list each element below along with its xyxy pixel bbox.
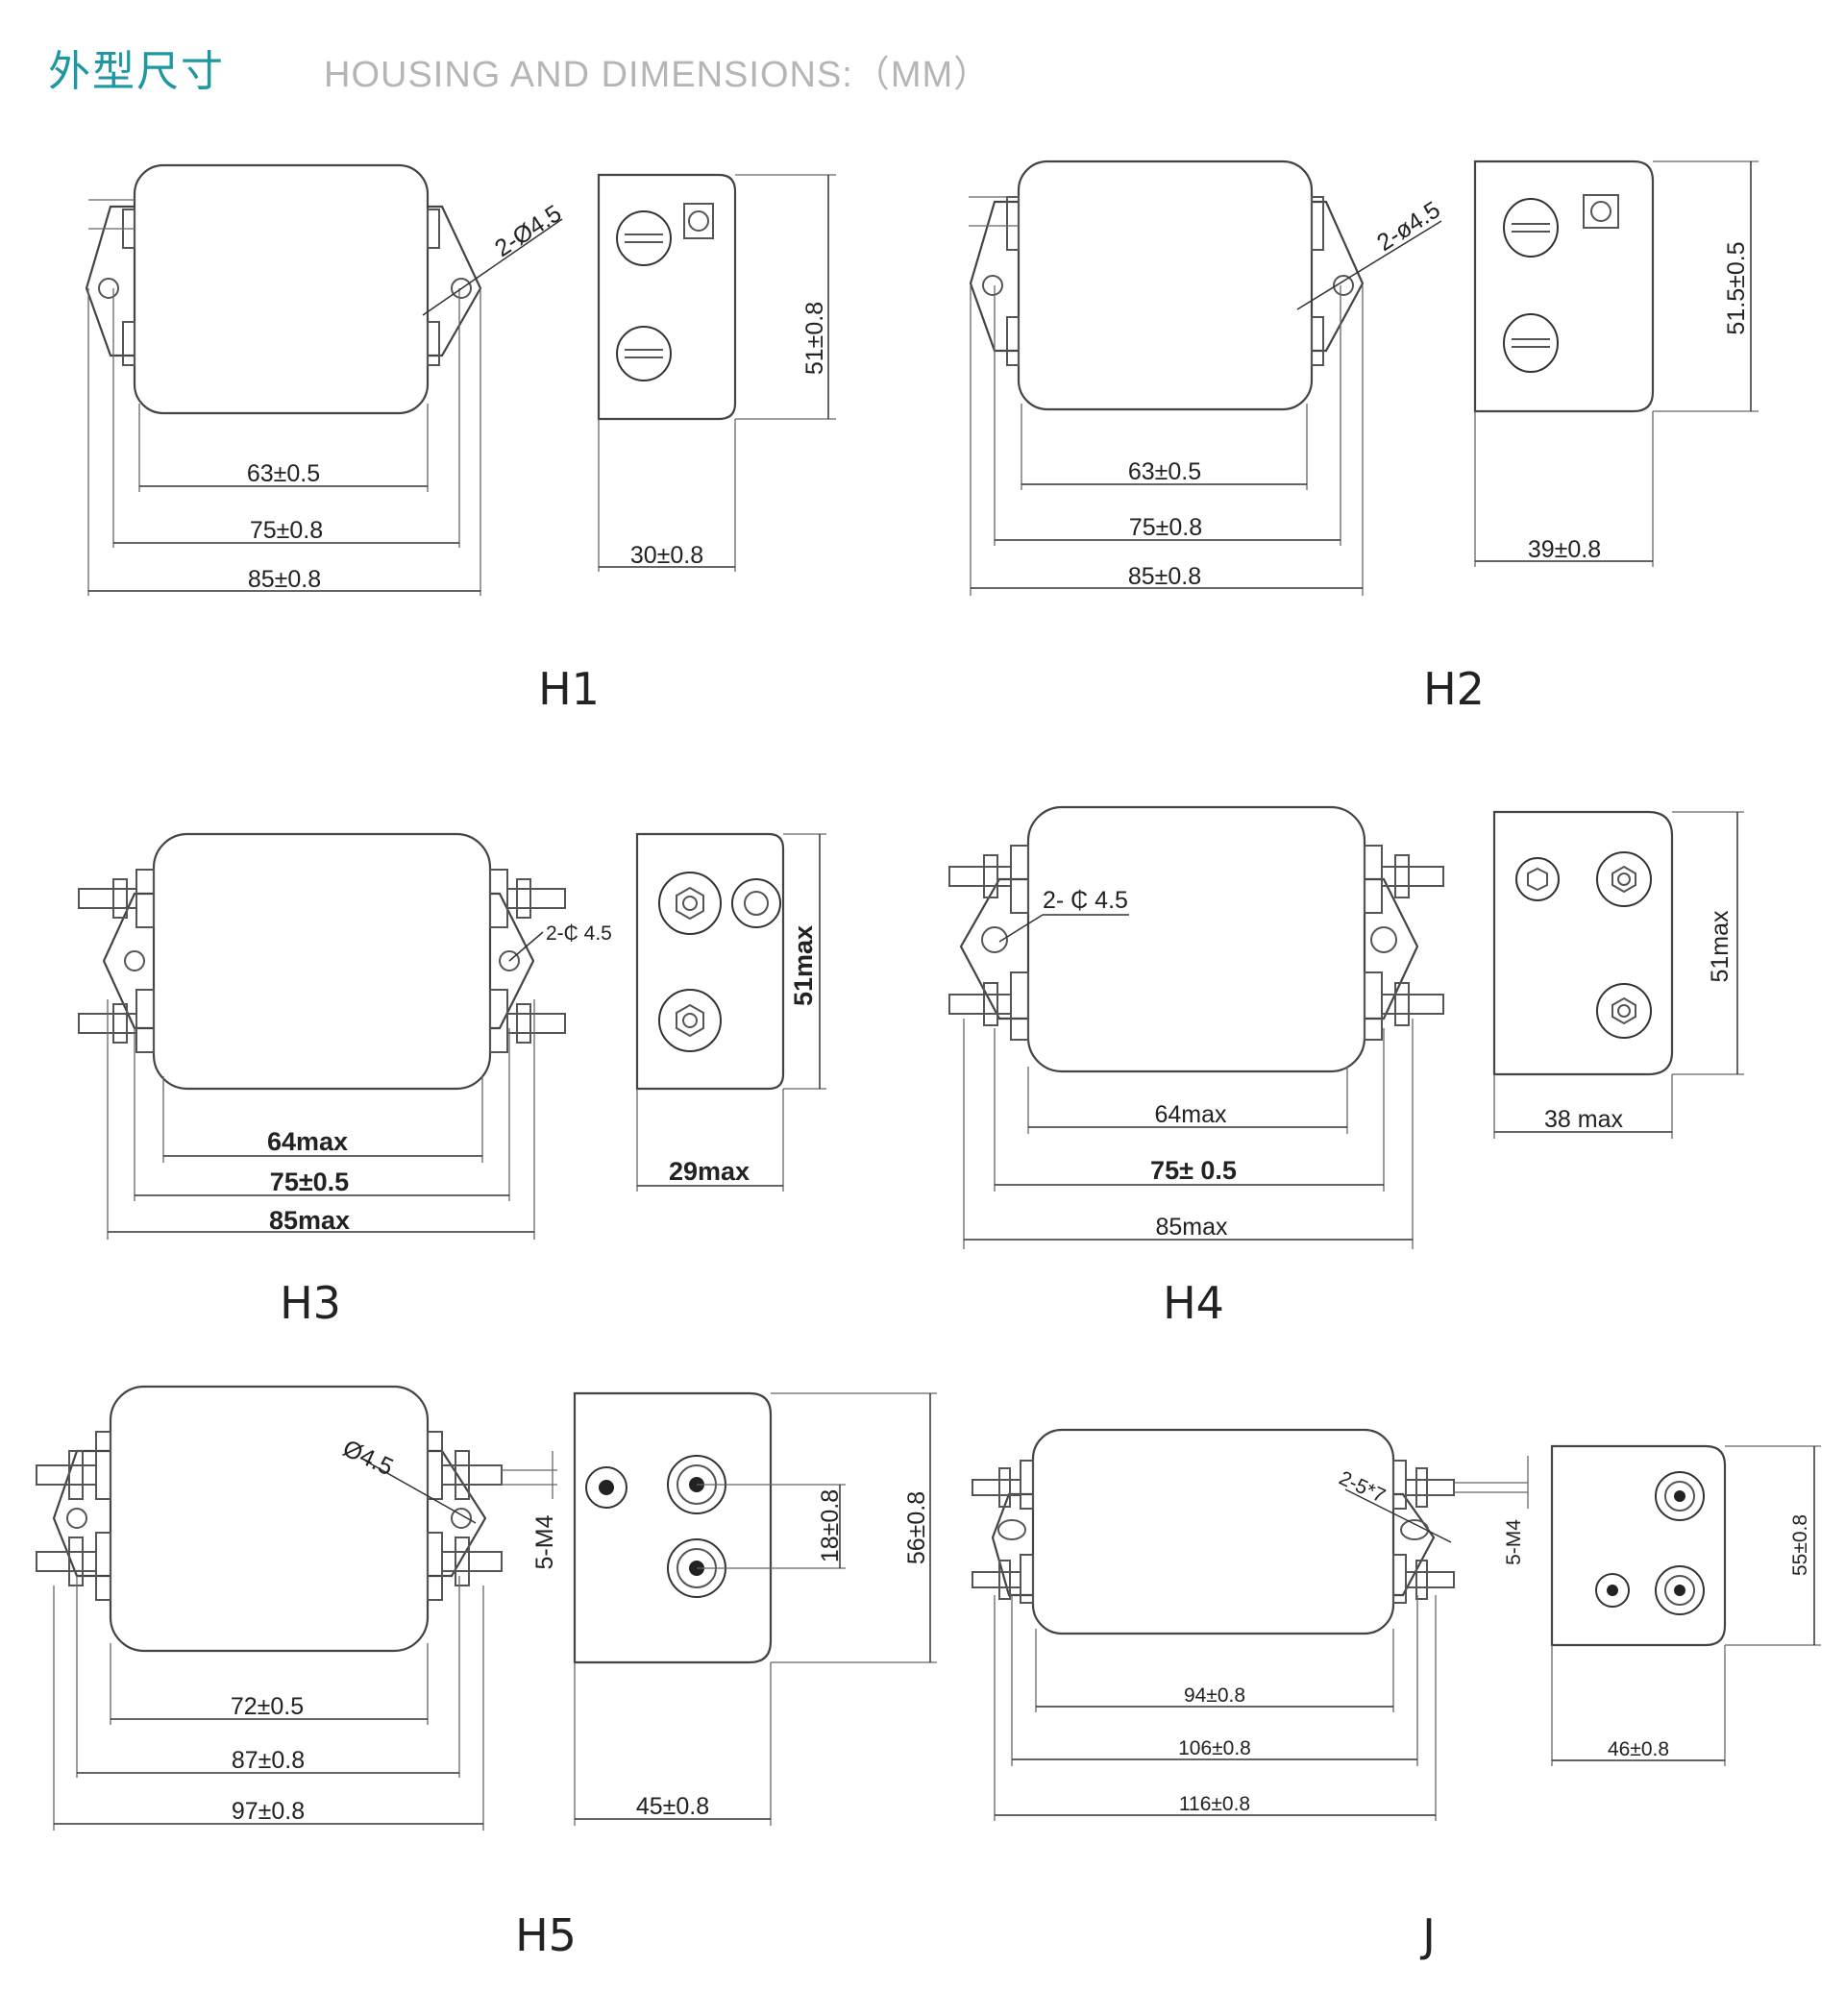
page-subtitle: HOUSING AND DIMENSIONS:（MM） (324, 55, 992, 95)
h1-side-view: 51±0.8 30±0.8 (597, 173, 836, 572)
h1-dim-inner: 63±0.5 (247, 460, 320, 487)
h3-label: H3 (280, 1277, 341, 1329)
h2-dim-mid: 75±0.8 (1129, 514, 1202, 541)
h3-dim-height: 51max (789, 925, 818, 1006)
h5-screw-label: 5-M4 (531, 1514, 558, 1569)
h2-hole-label: 2-ø4.5 (1372, 196, 1445, 257)
j-side-view: 55±0.8 46±0.8 (1550, 1444, 1821, 1766)
j-dim-height: 55±0.8 (1789, 1514, 1811, 1576)
h1-hole-label: 2-Ø4.5 (490, 200, 566, 262)
h2-label: H2 (1423, 663, 1485, 715)
h1-dim-mid: 75±0.8 (250, 517, 323, 544)
h5-dim-mid: 87±0.8 (232, 1747, 305, 1774)
h3-hole-label: 2-₵ 4.5 (546, 922, 612, 945)
h5-dim-outer: 97±0.8 (232, 1798, 305, 1825)
h3-front-view: 64max 75±0.5 85max 2-₵ 4.5 (78, 832, 612, 1240)
h5-diagram: 72±0.5 87±0.8 97±0.8 Ø4.5 5-M4 18± (36, 1385, 937, 1961)
h3-dim-mid: 75±0.5 (270, 1168, 349, 1196)
h4-diagram: 64max 75± 0.5 85max 2- ₵ 4.5 51max 38 ma… (948, 805, 1744, 1329)
h4-label: H4 (1163, 1277, 1224, 1329)
h5-label: H5 (515, 1909, 577, 1961)
page-title: 外型尺寸 (48, 47, 225, 96)
h1-dim-height: 51±0.8 (801, 302, 828, 375)
h5-dim-depth: 45±0.8 (636, 1793, 709, 1820)
h4-dim-outer: 85max (1155, 1214, 1228, 1241)
j-dim-outer: 116±0.8 (1179, 1793, 1250, 1815)
h5-side-view: 18±0.8 56±0.8 45±0.8 (573, 1391, 937, 1826)
h2-diagram: 63±0.5 75±0.8 85±0.8 2-ø4.5 51.5±0.5 39±… (969, 160, 1759, 715)
h1-front-view: 63±0.5 75±0.8 85±0.8 2-Ø4.5 (85, 163, 566, 596)
h4-dim-depth: 38 max (1544, 1106, 1623, 1133)
h2-dim-depth: 39±0.8 (1528, 536, 1601, 563)
h3-diagram: 64max 75±0.5 85max 2-₵ 4.5 51max 29max H… (78, 832, 826, 1329)
h4-side-view: 51max 38 max (1492, 810, 1744, 1139)
h2-front-view: 63±0.5 75±0.8 85±0.8 2-ø4.5 (969, 160, 1445, 596)
h4-dim-inner: 64max (1154, 1101, 1227, 1128)
h3-dim-inner: 64max (267, 1127, 348, 1156)
j-diagram: 94±0.8 106±0.8 116±0.8 2-5*7 5-M4 55±0.8… (972, 1428, 1821, 1961)
h3-dim-outer: 85max (269, 1206, 350, 1235)
h2-dim-height: 51.5±0.5 (1723, 241, 1750, 334)
h5-dim-pitch: 18±0.8 (817, 1489, 844, 1562)
h2-side-view: 51.5±0.5 39±0.8 (1473, 160, 1759, 567)
h2-dim-outer: 85±0.8 (1128, 563, 1201, 590)
j-front-view: 94±0.8 106±0.8 116±0.8 2-5*7 5-M4 (972, 1428, 1529, 1821)
j-dim-depth: 46±0.8 (1608, 1738, 1669, 1760)
j-screw-label: 5-M4 (1503, 1519, 1525, 1565)
h5-dim-inner: 72±0.5 (231, 1693, 304, 1720)
h1-label: H1 (538, 663, 600, 715)
h1-dim-outer: 85±0.8 (248, 566, 321, 593)
h4-front-view: 64max 75± 0.5 85max 2- ₵ 4.5 (948, 805, 1444, 1249)
j-dim-inner: 94±0.8 (1184, 1684, 1245, 1707)
j-dim-mid: 106±0.8 (1178, 1737, 1251, 1759)
h3-side-view: 51max 29max (635, 832, 826, 1192)
h3-dim-depth: 29max (669, 1157, 750, 1186)
header: 外型尺寸 HOUSING AND DIMENSIONS:（MM） (0, 0, 1845, 106)
j-label: J (1419, 1909, 1436, 1961)
h1-dim-depth: 30±0.8 (630, 542, 703, 569)
h2-dim-inner: 63±0.5 (1128, 458, 1201, 485)
h4-hole-label: 2- ₵ 4.5 (1043, 887, 1128, 914)
h4-dim-height: 51max (1707, 910, 1734, 983)
h1-diagram: 63±0.5 75±0.8 85±0.8 2-Ø4.5 51±0.8 30±0.… (85, 163, 836, 715)
h5-front-view: 72±0.5 87±0.8 97±0.8 Ø4.5 5-M4 (36, 1385, 558, 1831)
h4-dim-mid: 75± 0.5 (1150, 1156, 1237, 1185)
h5-dim-height: 56±0.8 (903, 1491, 930, 1564)
